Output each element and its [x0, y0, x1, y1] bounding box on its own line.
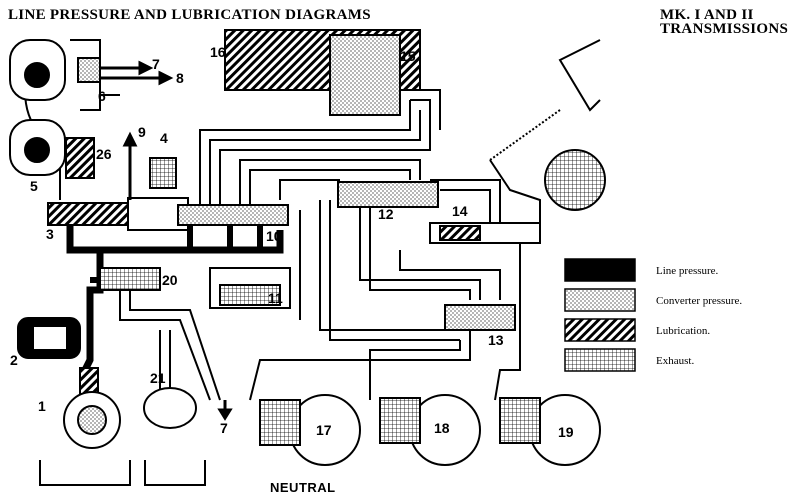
- callout-15: 15: [400, 48, 416, 64]
- legend-label-converter-pressure: Converter pressure.: [656, 295, 743, 307]
- legend-swatch-exhaust: [564, 348, 636, 372]
- diagram-title: LINE PRESSURE AND LUBRICATION DIAGRAMS: [8, 7, 371, 23]
- callout-8: 8: [176, 70, 184, 86]
- callout-10: 10: [266, 228, 282, 244]
- callout-19: 19: [558, 424, 574, 440]
- callout-20: 20: [162, 272, 178, 288]
- legend-swatch-converter-pressure: [564, 288, 636, 312]
- legend-swatch-line-pressure: [564, 258, 636, 282]
- callout-4: 4: [160, 130, 168, 146]
- callout-7: 7: [152, 56, 160, 72]
- legend-label-lubrication: Lubrication.: [656, 325, 711, 337]
- callout-5: 5: [30, 178, 38, 194]
- callout-16: 16: [210, 44, 226, 60]
- callout-13: 13: [488, 332, 504, 348]
- callout-18: 18: [434, 420, 450, 436]
- callout-21: 21: [150, 370, 166, 386]
- legend-swatches: [564, 258, 636, 372]
- callout-26: 26: [96, 146, 112, 162]
- subtitle-line-1: MK. I AND II: [660, 7, 754, 23]
- callout-1: 1: [38, 398, 46, 414]
- callout-3: 3: [46, 226, 54, 242]
- callout-12: 12: [378, 206, 394, 222]
- legend-swatch-lubrication: [564, 318, 636, 342]
- legend-label-line-pressure: Line pressure.: [656, 265, 719, 277]
- callout-2: 2: [10, 352, 18, 368]
- subtitle-line-2: TRANSMISSIONS: [660, 21, 789, 37]
- callout-17: 17: [316, 422, 332, 438]
- legend-label-exhaust: Exhaust.: [656, 355, 695, 367]
- callout-11: 11: [268, 290, 283, 306]
- callout-7-exhaust: 7: [220, 420, 228, 436]
- components: [9, 29, 606, 486]
- callout-6: 6: [98, 88, 106, 104]
- flow-arrows: [100, 60, 233, 421]
- callout-9: 9: [138, 124, 146, 140]
- caption-neutral: NEUTRAL: [270, 480, 336, 495]
- callout-14: 14: [452, 203, 468, 219]
